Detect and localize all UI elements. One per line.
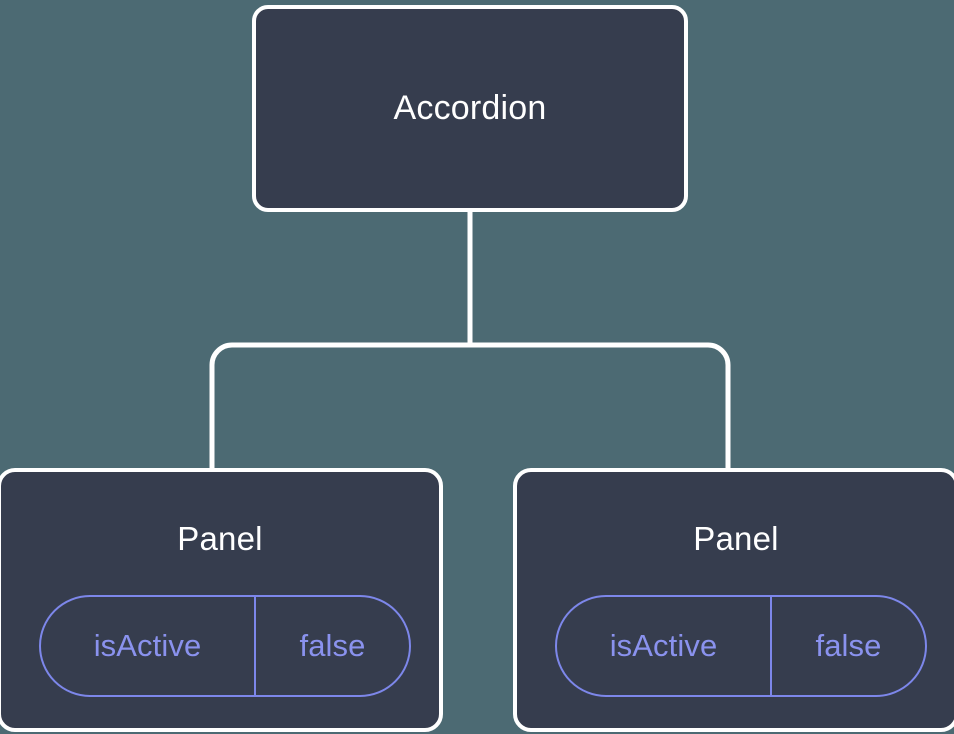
node-panel-2[interactable]: Panel isActive false	[513, 468, 954, 732]
node-panel-1-prop-value: false	[299, 628, 366, 663]
node-accordion[interactable]: Accordion	[252, 5, 688, 212]
node-panel-2-prop-key: isActive	[557, 597, 772, 695]
node-panel-1-prop-badge[interactable]: isActive false	[39, 595, 411, 697]
node-accordion-label: Accordion	[393, 88, 547, 127]
node-panel-2-label: Panel	[693, 520, 779, 557]
node-panel-2-prop-value: false	[815, 628, 882, 663]
node-panel-2-prop-badge[interactable]: isActive false	[555, 595, 927, 697]
edge-split-to-right-panel	[470, 342, 731, 470]
node-panel-1[interactable]: Panel isActive false	[0, 468, 443, 732]
node-panel-1-label: Panel	[177, 520, 263, 557]
node-panel-1-prop-key: isActive	[41, 597, 256, 695]
edge-split-to-left-panel	[209, 342, 470, 470]
